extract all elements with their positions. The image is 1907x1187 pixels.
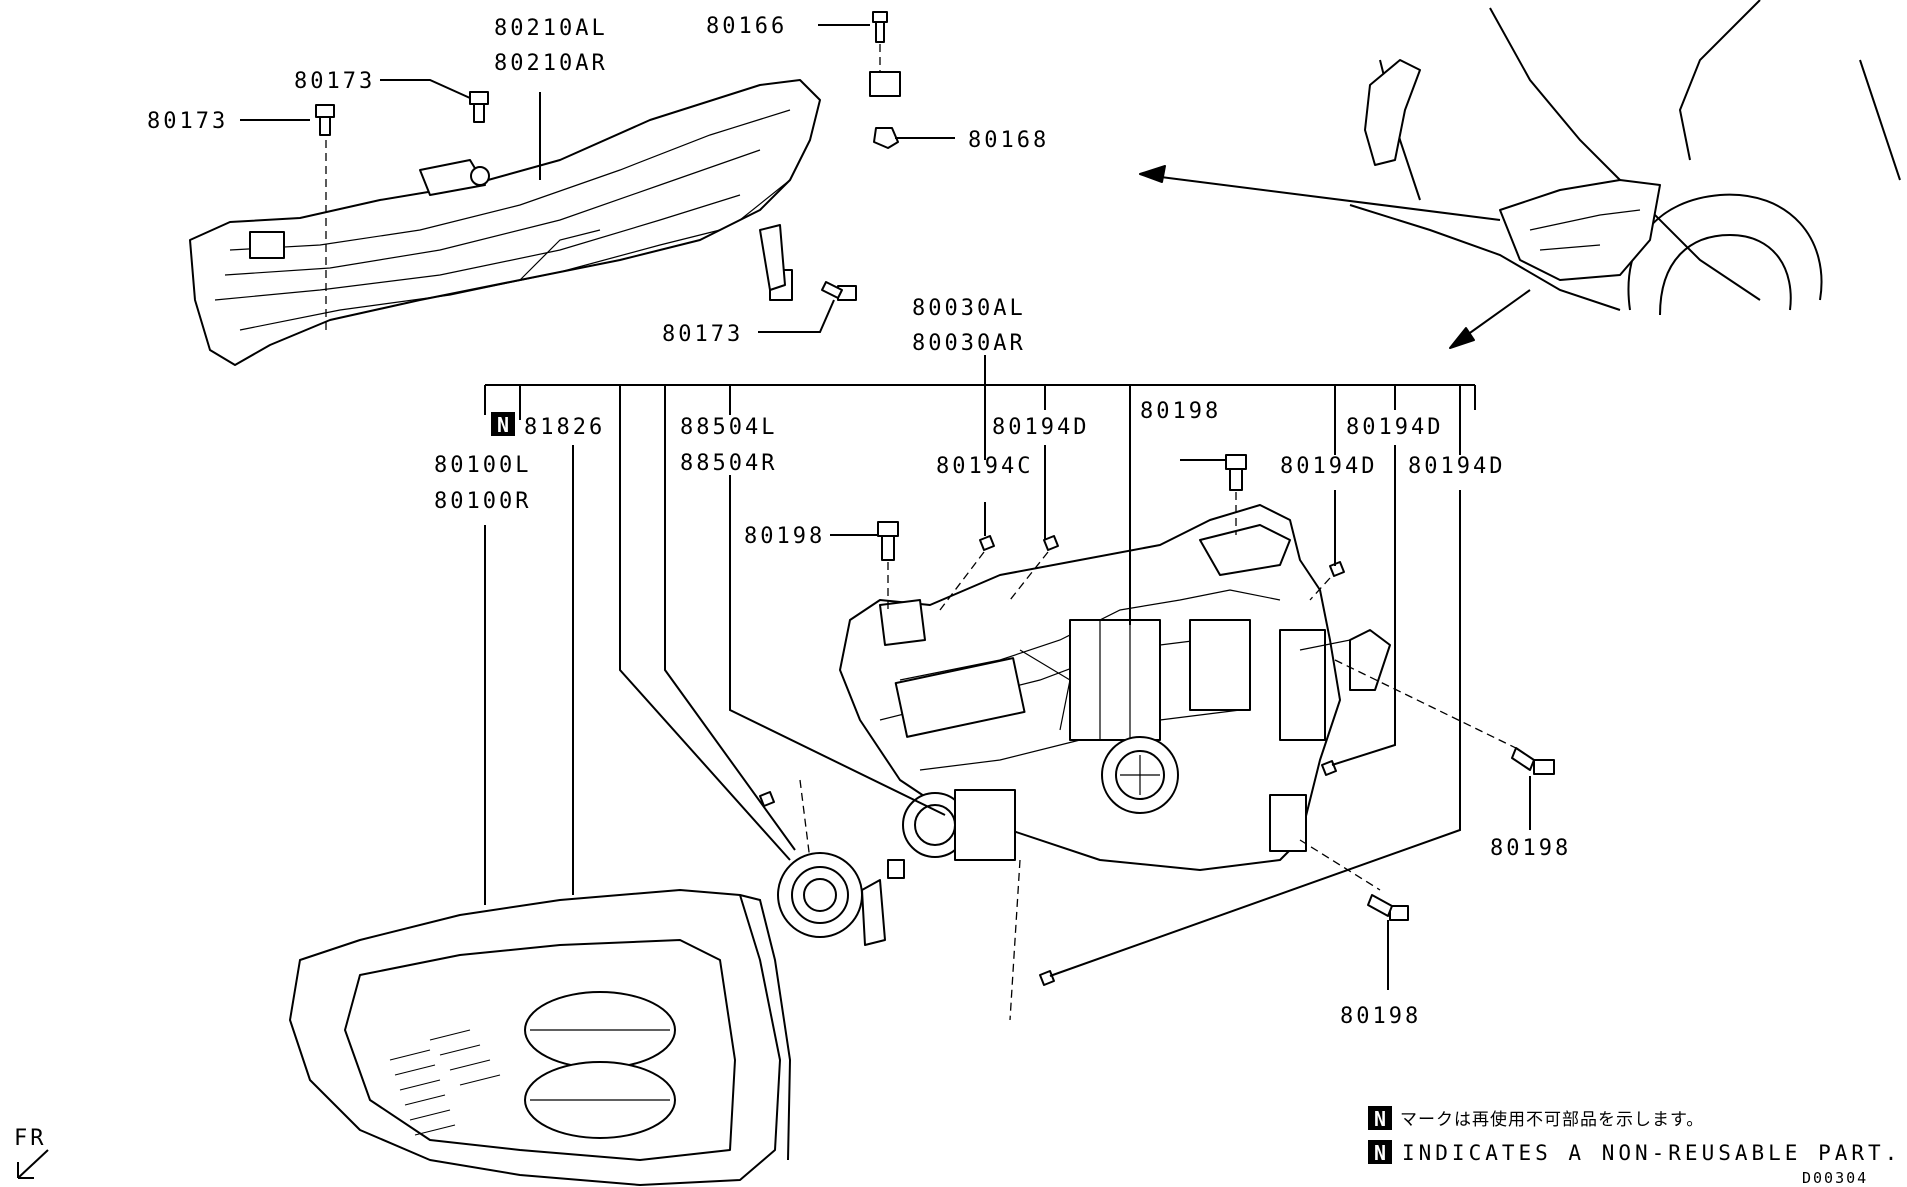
screw-80173-b-icon bbox=[469, 91, 489, 123]
bolt-80198-c-icon bbox=[1511, 747, 1555, 775]
callout-screw-194d-c: 80194D bbox=[1346, 415, 1443, 440]
vehicle-inset bbox=[1139, 0, 1901, 349]
front-orientation-arrow bbox=[17, 1149, 49, 1179]
callout-screw-194d-a: 80194D bbox=[992, 415, 1089, 440]
svg-text:N: N bbox=[1374, 1107, 1386, 1131]
callout-drl-lamp-b: 80210AR bbox=[494, 51, 608, 76]
screw-80166-icon bbox=[872, 11, 888, 72]
svg-text:N: N bbox=[1374, 1141, 1386, 1165]
bulb-socket-drawing bbox=[777, 852, 905, 946]
seal-n-badge: N bbox=[491, 412, 515, 437]
callout-bulb-a: 88504L bbox=[680, 415, 777, 440]
callout-bolt-198-b: 80198 bbox=[744, 524, 825, 549]
screw-lower-icon bbox=[1039, 970, 1055, 986]
drl-lamp-drawing bbox=[189, 71, 901, 366]
bolt-80198-d-icon bbox=[1367, 894, 1409, 921]
screw-80173-a-icon bbox=[315, 104, 335, 136]
callout-headlamp-assy-b: 80030AR bbox=[912, 331, 1026, 356]
lens-drawing bbox=[289, 889, 792, 1186]
screw-80194d-a-icon bbox=[1009, 535, 1059, 601]
callout-lens-a: 80100L bbox=[434, 453, 531, 478]
callout-screw-194d-b: 80194D bbox=[1280, 454, 1377, 479]
screw-left-icon bbox=[759, 791, 775, 807]
callout-screw-a: 80173 bbox=[147, 109, 228, 134]
callout-bulb-b: 88504R bbox=[680, 451, 777, 476]
callout-bolt-198-a: 80198 bbox=[1140, 399, 1221, 424]
callout-screw-c: 80173 bbox=[662, 322, 743, 347]
screw-80194d-b-icon bbox=[1309, 561, 1345, 601]
screw-80194c-icon bbox=[939, 535, 995, 611]
note-jp-row: N マークは再使用不可部品を示します。 bbox=[1368, 1106, 1704, 1131]
callout-nut-top: 80168 bbox=[968, 128, 1049, 153]
callout-headlamp-assy-a: 80030AL bbox=[912, 296, 1026, 321]
bolt-80198-b-icon bbox=[1225, 454, 1247, 535]
nut-80168-icon bbox=[873, 127, 899, 149]
front-orientation-label: FR bbox=[14, 1126, 47, 1151]
callout-screw-b: 80173 bbox=[294, 69, 375, 94]
svg-text:N: N bbox=[497, 413, 509, 437]
callout-drl-lamp-a: 80210AL bbox=[494, 16, 608, 41]
callout-bolt-198-c: 80198 bbox=[1490, 836, 1571, 861]
note-en-row: N INDICATES A NON-REUSABLE PART. bbox=[1368, 1140, 1901, 1165]
callout-screw-194d-d: 80194D bbox=[1408, 454, 1505, 479]
drawing-code: D00304 bbox=[1802, 1169, 1868, 1187]
screw-80173-c-icon bbox=[821, 281, 857, 301]
callout-screw-top: 80166 bbox=[706, 14, 787, 39]
leader-lines bbox=[240, 24, 1531, 990]
callout-seal: 81826 bbox=[524, 415, 605, 440]
callout-bolt-198-d: 80198 bbox=[1340, 1004, 1421, 1029]
note-english: INDICATES A NON-REUSABLE PART. bbox=[1402, 1141, 1901, 1165]
bolt-80198-a-icon bbox=[877, 521, 899, 610]
note-japanese: マークは再使用不可部品を示します。 bbox=[1400, 1109, 1704, 1130]
callout-lens-b: 80100R bbox=[434, 489, 531, 514]
callout-screw-194c: 80194C bbox=[936, 454, 1033, 479]
screw-80194d-c-icon bbox=[1321, 760, 1337, 776]
headlamp-housing-drawing bbox=[799, 504, 1521, 1021]
